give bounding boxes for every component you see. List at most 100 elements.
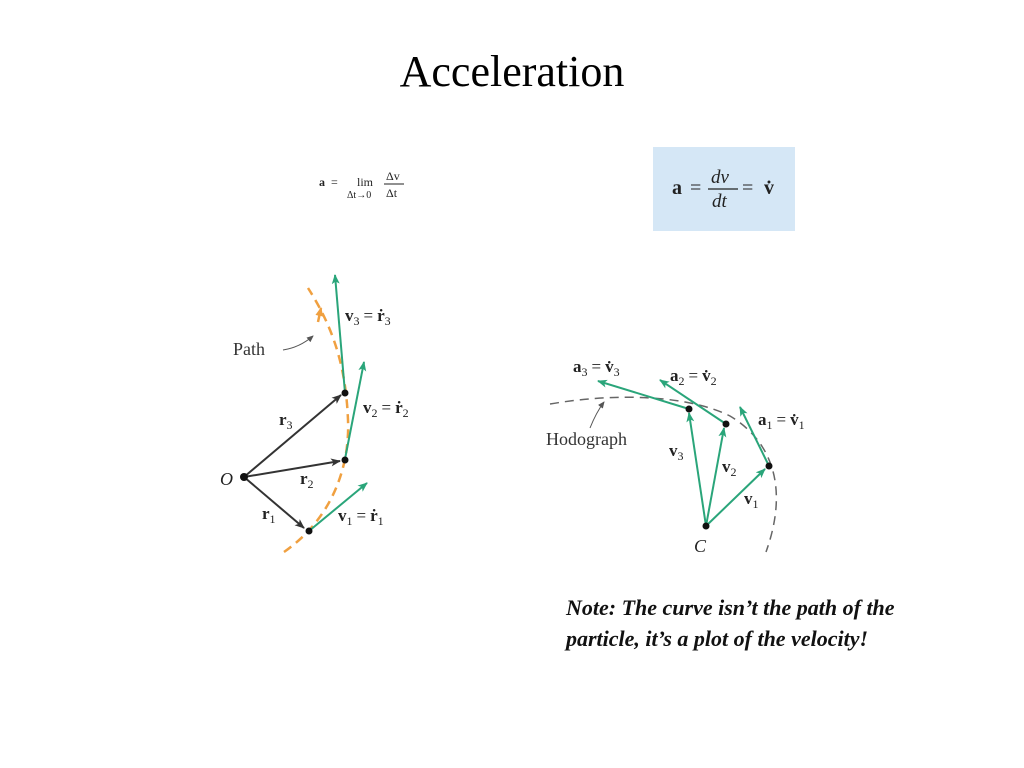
path-point-3 xyxy=(341,389,349,397)
derivative-formula-lhs: a xyxy=(672,177,682,199)
r2-subscript: 2 xyxy=(308,477,314,491)
derivative-formula-eq2: = xyxy=(742,177,753,199)
r1-symbol: r xyxy=(262,504,270,523)
hodograph-label-leader xyxy=(589,401,605,429)
acceleration-vector-a2 xyxy=(659,379,727,425)
v2-rdot: ṙ xyxy=(395,398,403,417)
hodograph-v1-symbol: v xyxy=(744,489,753,508)
limit-formula-denominator: Δt xyxy=(386,186,398,200)
hodograph-v2-subscript: 2 xyxy=(731,465,737,479)
a3-eq: = xyxy=(592,357,602,376)
v2-eq: = xyxy=(382,398,392,417)
hodograph-center-point xyxy=(702,522,710,530)
v2-subscript: 2 xyxy=(372,406,378,420)
a3-symbol: a xyxy=(573,357,582,376)
a3-vdot-subscript: 3 xyxy=(614,365,620,379)
derivative-formula-denominator: dt xyxy=(712,191,728,212)
a2-label: a2=v̇2 xyxy=(670,366,717,388)
r1-subscript: 1 xyxy=(270,512,276,526)
velocity-vector-v3 xyxy=(331,274,346,394)
v1-label: v1=ṙ1 xyxy=(338,506,384,528)
v1-rdot: ṙ xyxy=(370,506,378,525)
path-diagram: Path O r3 r2 r1 v3=ṙ3 v2=ṙ2 v1=ṙ1 xyxy=(220,274,409,554)
hodograph-label: Hodograph xyxy=(546,429,627,449)
velocity-vector-v1 xyxy=(308,482,368,532)
origin-label: O xyxy=(220,469,233,489)
path-direction-arrow xyxy=(315,307,324,323)
v1-subscript: 1 xyxy=(347,514,353,528)
position-vector-r3 xyxy=(243,394,342,478)
hodograph-v3-label: v3 xyxy=(669,441,684,463)
limit-formula-sub: Δt→0 xyxy=(347,190,371,201)
derivative-formula-numerator: dv xyxy=(711,167,730,188)
v3-eq: = xyxy=(364,306,374,325)
position-vector-r1 xyxy=(243,476,305,529)
hodograph-curve xyxy=(549,396,778,553)
a2-symbol: a xyxy=(670,366,679,385)
a1-vdot-subscript: 1 xyxy=(799,418,805,432)
hodograph-v2-label: v2 xyxy=(722,457,737,479)
hodograph-point-1 xyxy=(765,462,773,470)
center-label: C xyxy=(694,536,707,556)
a2-subscript: 2 xyxy=(679,374,685,388)
v1-rdot-subscript: 1 xyxy=(378,514,384,528)
limit-formula-numerator: Δv xyxy=(386,169,400,183)
a3-subscript: 3 xyxy=(582,365,588,379)
r2-label: r2 xyxy=(300,469,314,491)
path-label: Path xyxy=(233,339,265,359)
hodograph-v1-label: v1 xyxy=(744,489,759,511)
hodograph-diagram: Hodograph C v3 v2 v1 a3=v̇3 a2=v̇2 a1= xyxy=(546,357,805,556)
velocity-vector-v2 xyxy=(344,361,367,460)
a1-vdot: v̇ xyxy=(790,410,799,429)
origin-point xyxy=(240,473,248,481)
hodograph-v3-subscript: 3 xyxy=(678,449,684,463)
r2-symbol: r xyxy=(300,469,308,488)
hodograph-velocity-v3 xyxy=(686,412,707,527)
a1-symbol: a xyxy=(758,410,767,429)
v3-rdot: ṙ xyxy=(377,306,385,325)
a2-eq: = xyxy=(689,366,699,385)
r3-subscript: 3 xyxy=(287,418,293,432)
r1-label: r1 xyxy=(262,504,276,526)
limit-formula-lim: lim xyxy=(357,175,374,189)
v3-label: v3=ṙ3 xyxy=(345,306,391,328)
v1-eq: = xyxy=(357,506,367,525)
hodograph-v1-subscript: 1 xyxy=(753,497,759,511)
note-text: Note: The curve isn’t the path of the pa… xyxy=(566,595,895,651)
v2-rdot-subscript: 2 xyxy=(403,406,409,420)
hodograph-v3-symbol: v xyxy=(669,441,678,460)
a2-vdot-subscript: 2 xyxy=(711,374,717,388)
hodograph-point-3 xyxy=(685,405,693,413)
a1-eq: = xyxy=(777,410,787,429)
position-vector-r2 xyxy=(243,458,341,478)
hodograph-velocity-v2 xyxy=(705,427,727,527)
limit-formula-eq: = xyxy=(331,175,338,189)
hodograph-v2-symbol: v xyxy=(722,457,731,476)
path-point-2 xyxy=(341,456,349,464)
r3-symbol: r xyxy=(279,410,287,429)
a2-vdot: v̇ xyxy=(702,366,711,385)
acceleration-vector-a3 xyxy=(597,379,690,410)
v3-subscript: 3 xyxy=(354,314,360,328)
a1-label: a1=v̇1 xyxy=(758,410,805,432)
a3-label: a3=v̇3 xyxy=(573,357,620,379)
limit-formula-lhs: a xyxy=(319,175,325,189)
v1-symbol: v xyxy=(338,506,347,525)
derivative-formula-rhs: v̇ xyxy=(764,177,774,199)
a3-vdot: v̇ xyxy=(605,357,614,376)
path-point-1 xyxy=(305,527,313,535)
slide-title: Acceleration xyxy=(399,47,625,96)
path-curve xyxy=(283,287,350,554)
v2-label: v2=ṙ2 xyxy=(363,398,409,420)
path-label-leader xyxy=(282,335,314,351)
acceleration-vector-a1 xyxy=(739,406,770,467)
a1-subscript: 1 xyxy=(767,418,773,432)
hodograph-velocity-v1 xyxy=(705,468,766,527)
v3-rdot-subscript: 3 xyxy=(385,314,391,328)
derivative-formula-eq1: = xyxy=(690,177,701,199)
hodograph-point-2 xyxy=(722,420,730,428)
r3-label: r3 xyxy=(279,410,293,432)
v2-symbol: v xyxy=(363,398,372,417)
